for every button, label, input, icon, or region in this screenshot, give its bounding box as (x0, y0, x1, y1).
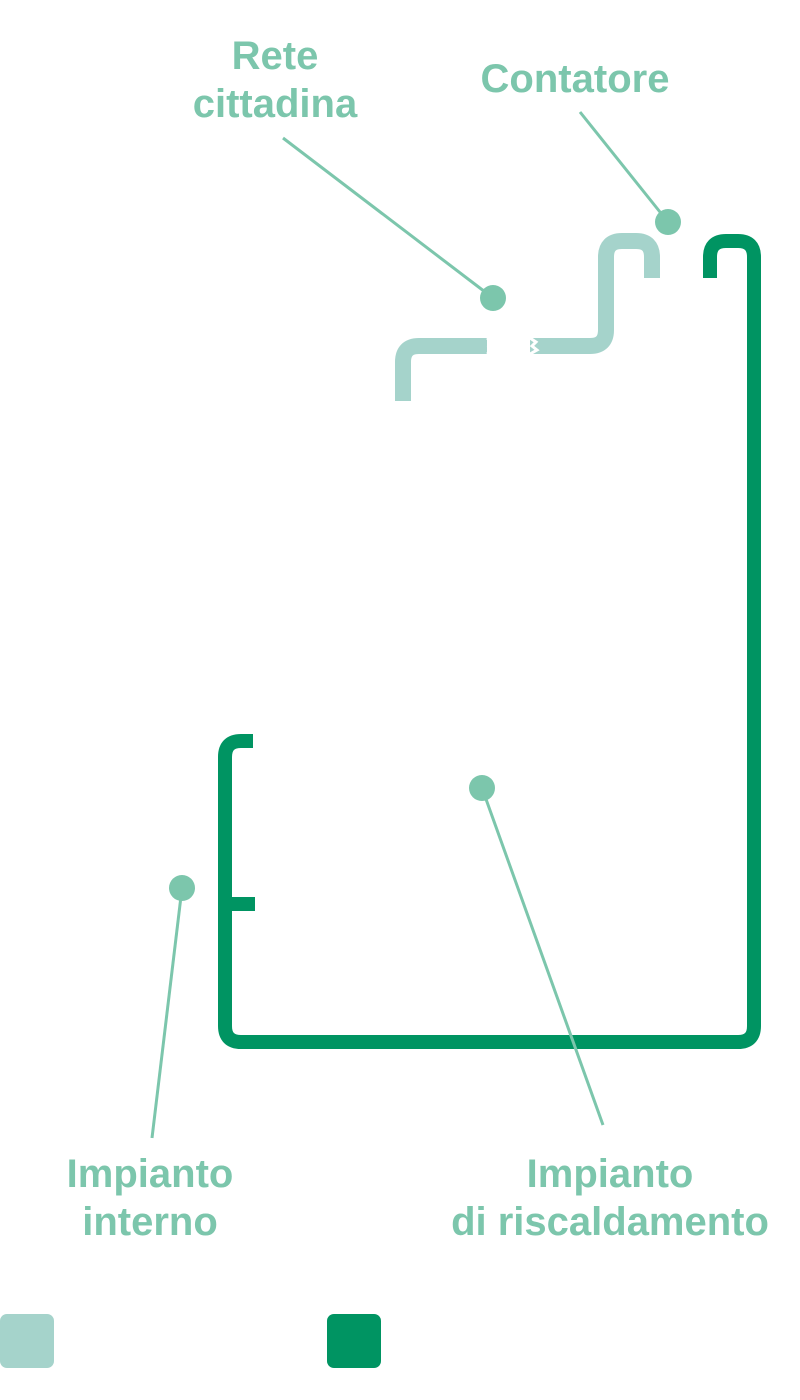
label-riscaldamento-line2: di riscaldamento (451, 1200, 769, 1244)
label-interno-line1: Impianto (66, 1152, 234, 1196)
marker-dot-rete (480, 285, 506, 311)
label-riscaldamento-line1: Impianto (526, 1152, 694, 1196)
pipe-break-mark (486, 336, 540, 356)
marker-dot-contatore (655, 209, 681, 235)
marker-dots (169, 209, 681, 901)
leader-contatore (578, 111, 670, 223)
heating-loop (218, 234, 761, 1049)
city-pipe-right-segment (530, 233, 660, 354)
leader-lines (150, 111, 670, 1139)
leader-riscaldamento (480, 787, 605, 1126)
label-rete-cittadina: Rete cittadina (150, 32, 400, 128)
label-contatore: Contatore (440, 55, 710, 103)
city-network-pipe (395, 233, 660, 401)
label-rete-line1: Rete (231, 34, 319, 78)
label-interno-line2: interno (82, 1200, 218, 1244)
marker-dot-riscaldamento (469, 775, 495, 801)
leader-rete (282, 136, 494, 300)
label-impianto-interno: Impianto interno (30, 1150, 270, 1246)
city-pipe-left-segment (395, 338, 487, 401)
label-contatore-line1: Contatore (480, 57, 670, 101)
label-impianto-riscaldamento: Impianto di riscaldamento (420, 1150, 800, 1246)
label-rete-line2: cittadina (192, 82, 358, 126)
leader-interno (150, 887, 184, 1139)
heating-system-pipe (218, 234, 761, 1049)
marker-dot-interno (169, 875, 195, 901)
legend-swatch-dark (327, 1314, 381, 1368)
legend-swatch-light (0, 1314, 54, 1368)
